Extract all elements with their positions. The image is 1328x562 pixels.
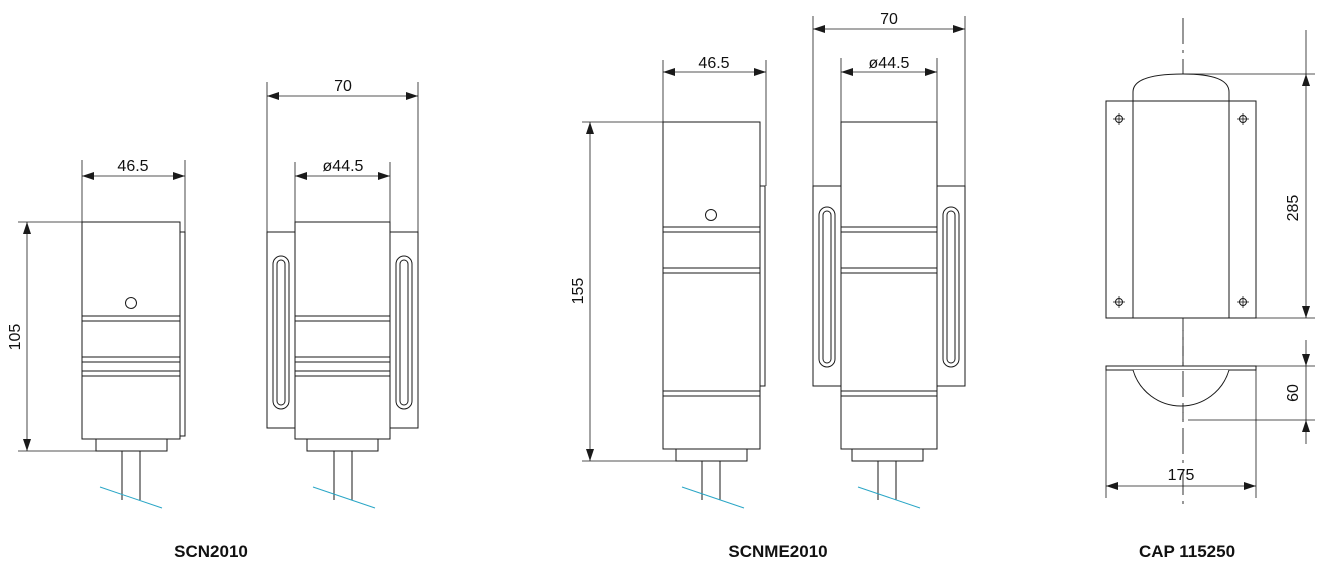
scnme2010-indicator-hole [705,209,717,221]
scnme2010-caption: SCNME2010 [728,542,827,561]
cap115250-caption: CAP 115250 [1139,542,1235,561]
scnme2010-gland [675,448,748,462]
scn2010-gland [95,438,168,452]
scnme2010-outer-width-label: 70 [880,11,898,28]
scn2010-height-label: 105 [7,324,24,351]
scnme2010-body [662,121,761,450]
cap115250-dome-top [1132,73,1230,101]
scn2010-dimensions: 46.5 105 [7,158,186,452]
cap115250-dome-section [1132,369,1230,407]
scn2010-side-view [266,221,419,509]
scnme2010-side-dimensions: 70 ø44.5 [812,11,966,186]
cap115250-drawing [1105,18,1257,505]
scnme2010-width-label: 46.5 [698,55,729,72]
scn2010-diameter-label: ø44.5 [323,158,364,175]
scn2010-front-view [81,221,186,509]
scn2010-bracket-left [266,231,296,429]
cap115250-flange [1105,365,1257,371]
scn2010-bracket-right [389,231,419,429]
scn2010-side-dimensions: 70 ø44.5 [266,78,419,232]
scnme2010-bracket-right [936,185,966,387]
cap115250-width-label: 175 [1168,467,1195,484]
cap115250-dimensions: 285 60 175 [1105,30,1315,498]
scnme2010-front-view [662,121,766,509]
cap115250-plate [1105,100,1257,319]
scnme2010-dimensions: 46.5 155 [570,55,767,462]
scn2010-caption: SCN2010 [174,542,248,561]
scnme2010-diameter-label: ø44.5 [869,55,910,72]
scnme2010-side-body [840,121,938,450]
cap115250-height-label: 285 [1285,195,1302,222]
cap115250-depth-label: 60 [1285,384,1302,402]
scn2010-outer-width-label: 70 [334,78,352,95]
scn2010-width-label: 46.5 [117,158,148,175]
scn2010-cable [99,486,163,509]
cap115250-screw-holes [1113,113,1249,308]
scnme2010-bracket-left [812,185,842,387]
scn2010-indicator-hole [125,297,137,309]
scnme2010-cable [681,486,745,509]
scn2010-body [81,221,181,440]
scnme2010-height-label: 155 [570,278,587,305]
scn2010-side-body [294,221,391,440]
scnme2010-side-view [812,121,966,509]
